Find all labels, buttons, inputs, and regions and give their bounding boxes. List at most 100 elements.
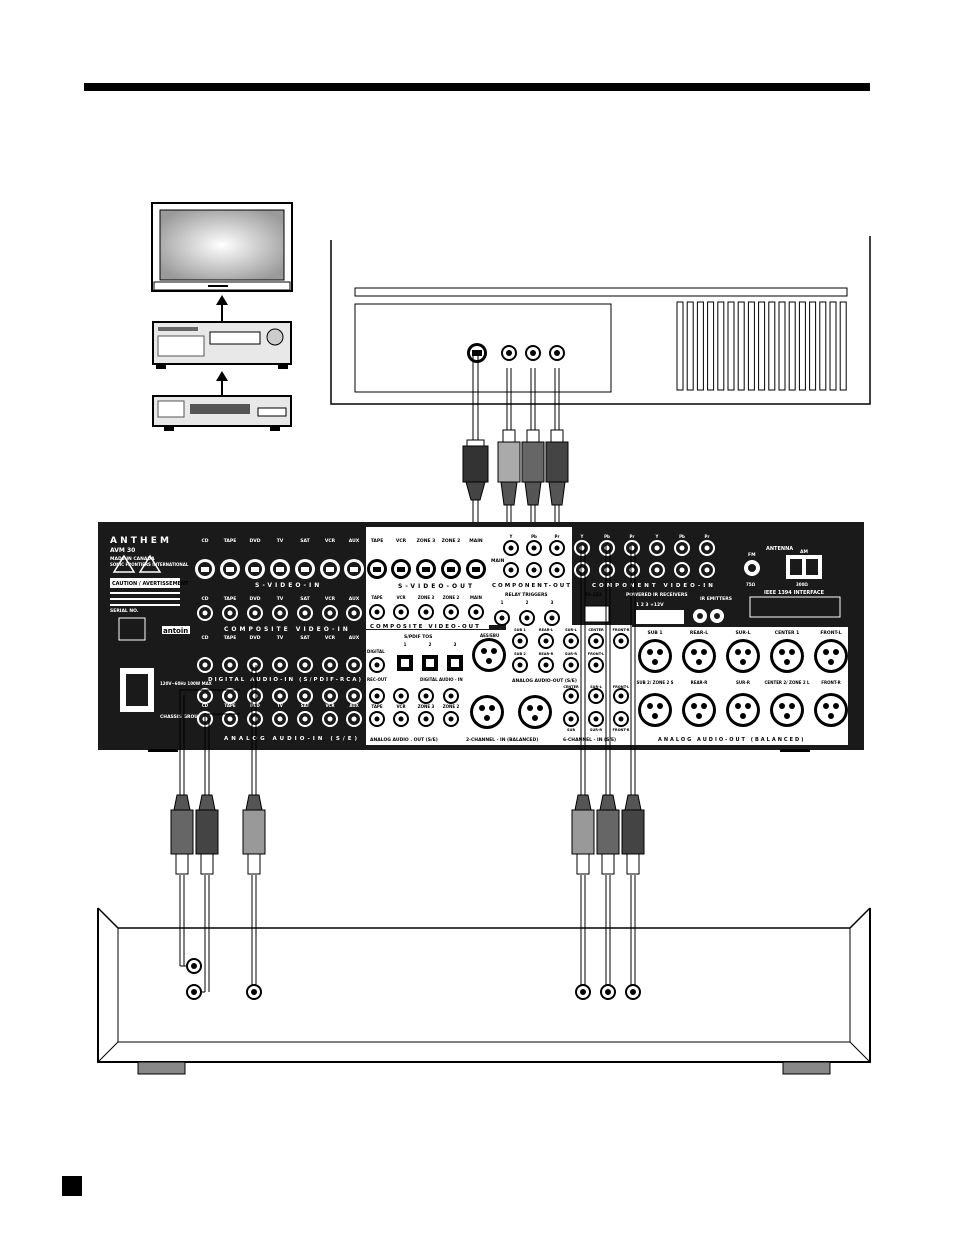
digital-in-input-label: VCR	[325, 635, 336, 641]
svideo-in-input-label: VCR	[325, 538, 336, 544]
composite-in-jack	[346, 605, 362, 621]
component-out-jack-label: Y	[509, 534, 513, 539]
balanced-out-bottom-label: REAR-R	[691, 680, 708, 685]
component-in-jack-label: Pb	[679, 534, 685, 539]
component-in-jack	[699, 562, 715, 578]
analog-out-small-jack	[563, 657, 579, 673]
six-ch-in-jack-label: FRONT-L	[613, 685, 630, 689]
vent-slot	[676, 301, 684, 391]
balanced-out-jack	[726, 693, 760, 727]
balanced-out-bottom-label: SUR-R	[736, 680, 750, 685]
analog-in-label: ANALOG AUDIO-IN (S/E)	[224, 736, 360, 742]
vent-slot	[707, 301, 715, 391]
composite-in-input-label: CD	[201, 596, 208, 602]
component-in-jack	[699, 540, 715, 556]
vent-slot	[809, 301, 817, 391]
component-out-jack-label: Pr	[555, 534, 560, 539]
six-ch-in-jack-label: FRONT-R	[612, 728, 629, 732]
balanced-out-jack	[814, 639, 848, 673]
digital-rec-out: REC-OUT	[367, 677, 387, 682]
brand-name: A N T H E M	[110, 536, 169, 546]
vent-slot	[778, 301, 786, 391]
svideo-in-input-label: DVD	[250, 538, 261, 544]
composite-in-label: COMPOSITE VIDEO-IN	[224, 626, 351, 633]
composite-out-jack	[443, 604, 459, 620]
analog-out-small-jack-label: SUB 2	[514, 652, 526, 656]
six-ch-in-jack-label: SUB	[567, 728, 575, 732]
relay-num: 1	[501, 600, 504, 605]
component-in-jack	[674, 562, 690, 578]
composite-in-input-label: TV	[277, 596, 284, 602]
svideo-in-input-label: AUX	[349, 538, 360, 544]
svideo-in-jack	[270, 559, 290, 579]
analog-out-small-jack	[563, 633, 579, 649]
vent-slot	[758, 301, 766, 391]
analog-out-small-jack	[538, 657, 554, 673]
analog-out-se-jack	[369, 688, 385, 704]
header-rule	[84, 83, 870, 91]
composite-out-jack	[393, 604, 409, 620]
analog-out-se-jack	[418, 688, 434, 704]
vent-slot	[768, 301, 776, 391]
digital-in-input-label: TAPE	[224, 635, 237, 641]
svideo-out-label-item: VCR	[396, 538, 407, 544]
relay-label: RELAY TRIGGERS	[505, 592, 548, 598]
component-out-label: COMPONENT-OUT	[492, 583, 572, 589]
component-in-label: COMPONENT VIDEO-IN	[592, 583, 716, 589]
component-in-jack	[574, 562, 590, 578]
rca-plug	[596, 794, 620, 875]
aes-label: AES/EBU	[480, 633, 499, 638]
component-in-jack	[624, 562, 640, 578]
chassis-label: CHASSIS GROUND	[160, 714, 206, 720]
composite-out-label: COMPOSITE VIDEO-OUT	[370, 624, 481, 630]
component-in-jack-label: Y	[655, 534, 659, 539]
digital-in-input-label: DVD	[250, 635, 261, 641]
analog-out-small-jack	[512, 633, 528, 649]
composite-in-input-label: DVD	[250, 596, 261, 602]
svideo-out-jack	[391, 559, 411, 579]
brand-model: AVM 30	[110, 547, 135, 554]
composite-out-label-item: ZONE 3	[418, 595, 435, 600]
svideo-in-jack	[220, 559, 240, 579]
digital-in-jack	[346, 657, 362, 673]
rca-plug	[242, 794, 266, 875]
component-in-jack-label: Pb	[604, 534, 610, 539]
analog-in-jack	[297, 688, 313, 704]
digital-out-jack	[369, 657, 385, 673]
component-out-jack	[526, 540, 542, 556]
analog-out-small-jack-label: REAR-R	[539, 652, 554, 656]
relay-num: 3	[551, 600, 554, 605]
ieee-label: IEEE 1394 INTERFACE	[764, 590, 825, 596]
analog-in-jack	[346, 688, 362, 704]
composite-out-jack	[468, 604, 484, 620]
balanced-out-jack	[814, 693, 848, 727]
component-in-jack	[649, 540, 665, 556]
composite-in-jack	[222, 605, 238, 621]
composite-out-jack	[369, 604, 385, 620]
balanced-out-top-label: REAR-L	[690, 630, 708, 636]
analog-in-jack	[322, 711, 338, 727]
svideo-out-label-item: ZONE 3	[417, 538, 436, 544]
cable-bends	[180, 965, 205, 993]
six-ch-in-label: 6-CHANNEL - IN (S/E)	[563, 737, 616, 743]
powered-ir-label: POWERED IR RECEIVERS	[626, 592, 688, 598]
svideo-in-input-label: SAT	[300, 538, 310, 544]
digital-out-label: DIGITAL	[367, 649, 385, 654]
component-out-jack	[526, 562, 542, 578]
source-component-rear	[97, 907, 871, 1075]
two-ch-in-label: 2-CHANNEL - IN (BALANCED)	[466, 737, 538, 743]
balanced-out-jack	[770, 693, 804, 727]
svideo-out-jack	[441, 559, 461, 579]
page-marker	[62, 1176, 82, 1196]
composite-in-input-label: SAT	[300, 596, 310, 602]
analog-in-jack	[322, 688, 338, 704]
logo-label: antoin	[163, 627, 188, 635]
component-in-jack-label: Pr	[630, 534, 635, 539]
analog-out-se-jack	[393, 711, 409, 727]
analog-out-se-jack	[443, 711, 459, 727]
analog-in-jack	[272, 711, 288, 727]
composite-in-jack	[297, 605, 313, 621]
component-out-jack	[503, 540, 519, 556]
composite-in-input-label: AUX	[349, 596, 360, 602]
